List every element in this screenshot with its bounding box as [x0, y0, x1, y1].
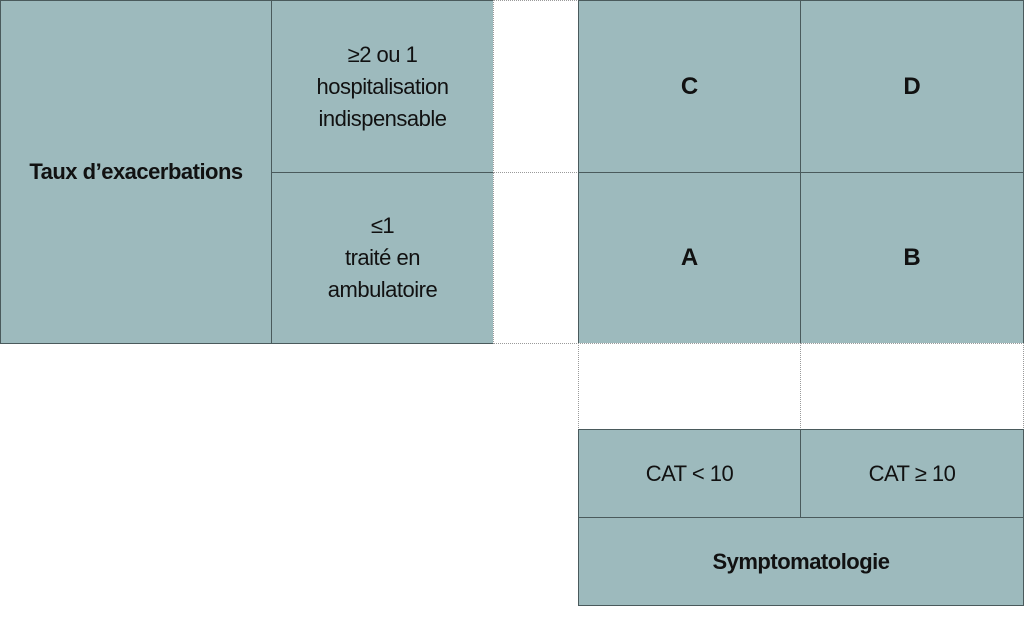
column-header-symptomatologie: Symptomatologie	[578, 517, 1024, 606]
exacerbation-high-text: ≥2 ou 1 hospitalisation indispensable	[317, 39, 449, 135]
exacerbation-low-cell: ≤1 traité en ambulatoire	[271, 172, 494, 344]
exacerbation-low-line1: ≤1	[370, 213, 395, 238]
exacerbation-low-text: ≤1 traité en ambulatoire	[327, 210, 438, 306]
quadrant-b: B	[800, 172, 1024, 344]
gap-row-right	[800, 343, 1024, 430]
quadrant-c-label: C	[680, 72, 699, 100]
exacerbation-high-line3: indispensable	[318, 105, 447, 131]
exacerbation-high-line1: ≥2 ou 1	[347, 41, 418, 67]
quadrant-a-label: A	[680, 244, 699, 271]
exacerbation-low-line2: traité en	[344, 245, 421, 270]
gap-column-top	[493, 0, 579, 173]
cat-low-cell: CAT < 10	[578, 429, 801, 518]
column-header-label: Symptomatologie	[712, 548, 890, 574]
row-header-label: Taux d’exacerbations	[29, 159, 243, 184]
exacerbation-high-cell: ≥2 ou 1 hospitalisation indispensable	[271, 0, 494, 173]
row-header-exacerbations: Taux d’exacerbations	[0, 0, 272, 344]
cat-high-label: CAT ≥ 10	[868, 460, 956, 486]
quadrant-d: D	[800, 0, 1024, 173]
cat-low-label: CAT < 10	[645, 460, 734, 486]
quadrant-d-label: D	[903, 72, 921, 100]
quadrant-b-label: B	[903, 244, 921, 271]
exacerbation-low-line3: ambulatoire	[327, 277, 438, 302]
quadrant-c: C	[578, 0, 801, 173]
quadrant-a: A	[578, 172, 801, 344]
gap-row-left	[578, 343, 801, 430]
cat-high-cell: CAT ≥ 10	[800, 429, 1024, 518]
exacerbation-high-line2: hospitalisation	[316, 73, 449, 99]
gap-column-bottom	[493, 172, 579, 344]
